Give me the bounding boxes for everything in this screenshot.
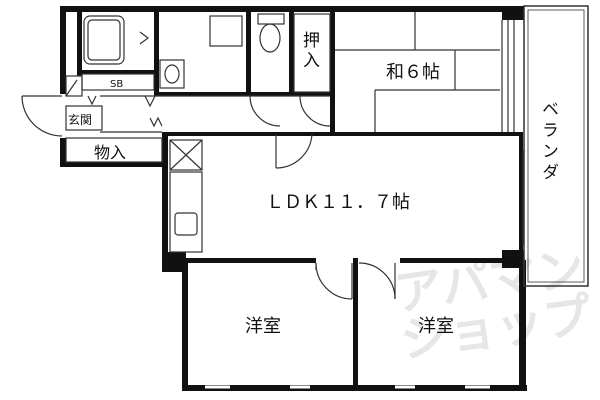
room-label-yoshitsu-right: 洋室 [418, 316, 454, 337]
room-label-veranda: ベランダ [538, 100, 558, 184]
walls [60, 6, 527, 391]
room-label-oshiire-bottom: 入 [303, 51, 320, 71]
room-label-monoire: 物入 [94, 143, 126, 162]
room-label-washitsu: 和６帖 [386, 62, 440, 83]
room-label-genkan: 玄関 [68, 112, 92, 127]
labels: 和６帖 ＬＤＫ１１．７帖 洋室 洋室 押 入 物入 玄関 SB ベランダ [68, 31, 558, 337]
interior-lines [21, 5, 589, 389]
room-label-shoe-box: SB [110, 79, 123, 90]
watermark-logo: アパマン ショップ [391, 240, 595, 369]
room-label-ldk: ＬＤＫ１１．７帖 [266, 192, 410, 213]
room-label-yoshitsu-left: 洋室 [245, 316, 281, 337]
room-label-oshiire-top: 押 [303, 31, 320, 51]
